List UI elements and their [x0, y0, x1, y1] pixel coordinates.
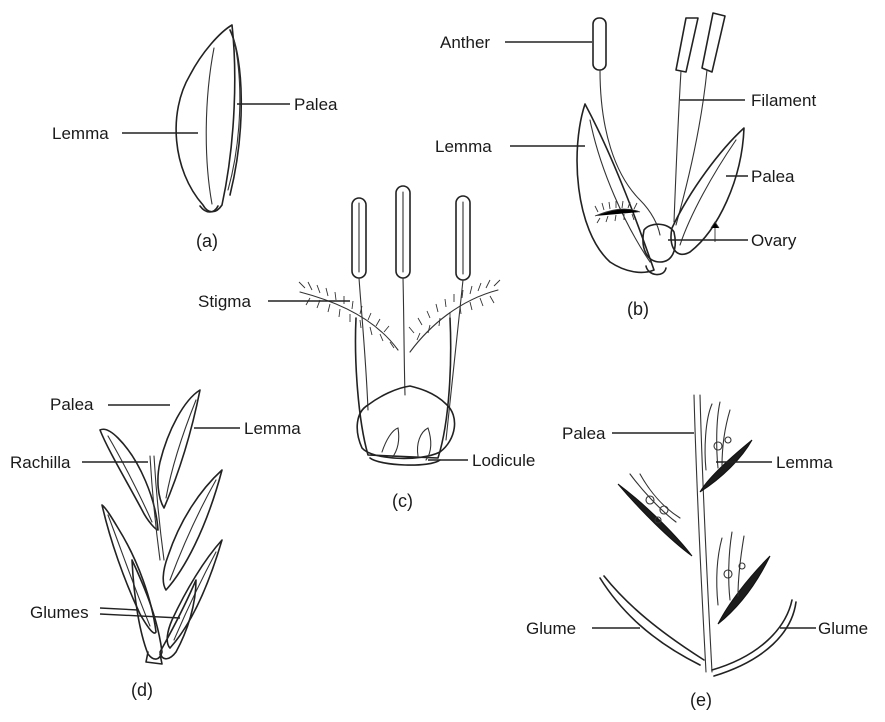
panel-d-spikelet-drawing — [100, 390, 222, 664]
anther-2 — [676, 18, 698, 72]
filament-label: Filament — [751, 91, 816, 110]
panel-e-spikelet-drawing — [600, 395, 796, 676]
panel-b-caption: (b) — [627, 299, 649, 319]
panel-a-floret-drawing — [176, 25, 241, 212]
panel-a: Lemma Palea (a) — [52, 25, 338, 251]
panel-b: Anther Filament Lemma Palea Ovary (b) — [435, 13, 816, 319]
panel-b-floret-drawing — [577, 13, 744, 275]
panel-c: Stigma Lodicule (c) — [198, 186, 535, 511]
stigma-label: Stigma — [198, 292, 251, 311]
glumes-label: Glumes — [30, 603, 89, 622]
lemma-e-label: Lemma — [776, 453, 833, 472]
glumes-leader-line-1 — [100, 608, 138, 610]
panel-e: Palea Lemma Glume Glume (e) — [526, 395, 868, 710]
panel-e-caption: (e) — [690, 690, 712, 710]
lemma-b-label: Lemma — [435, 137, 492, 156]
palea-e-label: Palea — [562, 424, 606, 443]
lodicule-label: Lodicule — [472, 451, 535, 470]
panel-c-flower-drawing — [299, 186, 500, 465]
ovary-label: Ovary — [751, 231, 797, 250]
anther-3 — [702, 13, 725, 72]
palea-d-label: Palea — [50, 395, 94, 414]
lemma-label: Lemma — [52, 124, 109, 143]
panel-d: Palea Lemma Rachilla Glumes (d) — [10, 390, 301, 700]
panel-d-caption: (d) — [131, 680, 153, 700]
anther-1 — [593, 18, 606, 70]
palea-label: Palea — [294, 95, 338, 114]
palea-b-label: Palea — [751, 167, 795, 186]
glume-right-label: Glume — [818, 619, 868, 638]
anther-label: Anther — [440, 33, 490, 52]
lemma-d-label: Lemma — [244, 419, 301, 438]
panel-c-caption: (c) — [392, 491, 413, 511]
glume-left-label: Glume — [526, 619, 576, 638]
panel-a-caption: (a) — [196, 231, 218, 251]
rachilla-label: Rachilla — [10, 453, 71, 472]
